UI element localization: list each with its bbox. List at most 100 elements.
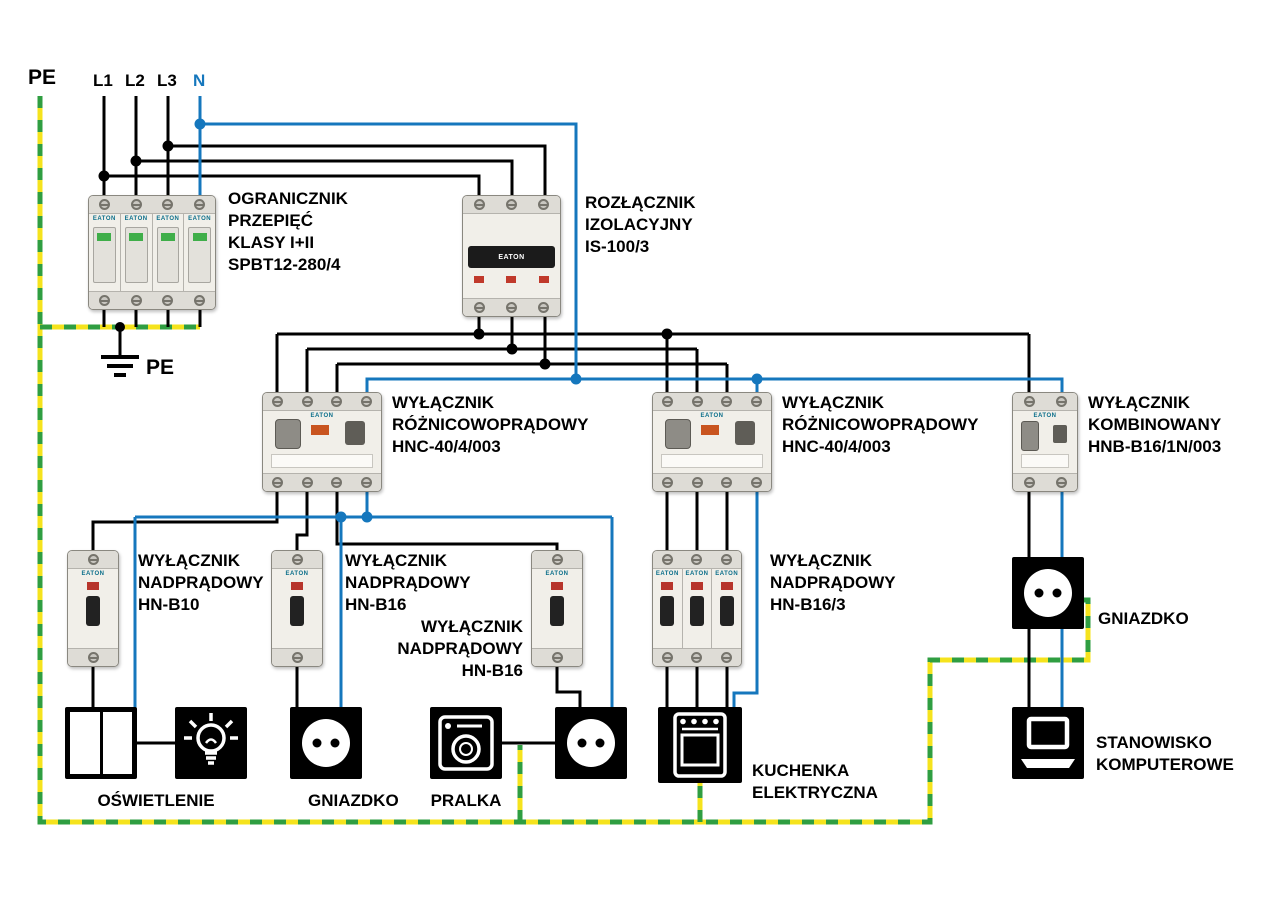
status-indicator — [160, 233, 175, 241]
brand-logo: EATON — [685, 571, 709, 577]
rcbo-lever — [1021, 421, 1039, 451]
terminal-screw — [505, 302, 517, 313]
mcb-b16-3-top-terminals — [653, 551, 741, 569]
terminal-screw — [1023, 396, 1035, 407]
label-line: WYŁĄCZNIK — [782, 393, 884, 412]
label-line: RÓŻNICOWOPRĄDOWY — [782, 415, 979, 434]
rcd-right-top-terminals — [653, 393, 771, 411]
label-line: KOMPUTEROWE — [1096, 755, 1234, 774]
mcb-b10-device: EATON — [67, 550, 119, 667]
mcb-lever — [86, 596, 100, 626]
terminal-screw — [720, 652, 732, 663]
mcb-b16-b-body: EATON — [532, 569, 582, 648]
isolator-body: EATON — [463, 214, 560, 298]
surge-module: EATON — [153, 214, 185, 291]
surge-top-terminals — [89, 196, 215, 214]
label-line: NADPRĄDOWY — [397, 639, 523, 658]
n-supply-label: N — [193, 71, 206, 90]
terminal-screw — [750, 396, 762, 407]
label-line: HNC-40/4/003 — [782, 437, 891, 456]
mcb-b16-3-label: WYŁĄCZNIK NADPRĄDOWY HN-B16/3 — [770, 550, 896, 616]
label-line: HN-B16 — [461, 661, 523, 680]
terminal-screw — [291, 652, 303, 663]
mcb-b16-a-top-terminal — [272, 551, 322, 569]
mcb-pole: EATON — [653, 569, 683, 648]
terminal-screw — [1055, 477, 1067, 488]
terminal-screw — [551, 652, 563, 663]
trip-indicator — [691, 582, 703, 590]
terminal-screw — [662, 554, 674, 565]
washer-label: PRALKA — [430, 791, 502, 810]
rcd-left-top-terminals — [263, 393, 381, 411]
mcb-lever — [660, 596, 675, 626]
label-line: NADPRĄDOWY — [345, 573, 471, 592]
isolator-bottom-terminals — [463, 298, 560, 316]
rating-plate — [271, 454, 373, 468]
brand-logo: EATON — [188, 216, 212, 222]
terminal-screw — [301, 396, 313, 407]
rcbo-bottom-terminals — [1013, 473, 1077, 491]
socket-icon — [290, 707, 362, 779]
junction-dots — [98, 118, 763, 523]
mcb-b10-top-terminal — [68, 551, 118, 569]
terminal-screw — [473, 199, 485, 210]
terminal-screw — [538, 199, 550, 210]
terminal-screw — [272, 477, 284, 488]
surge-protector-label: OGRANICZNIK PRZEPIĘĆ KLASY I+II SPBT12-2… — [228, 188, 348, 276]
terminal-screw — [331, 477, 343, 488]
rcd-right-bottom-terminals — [653, 473, 771, 491]
brand-logo: EATON — [285, 571, 309, 577]
brand-logo: EATON — [92, 216, 116, 222]
trip-indicator — [701, 425, 719, 435]
mcb-b16-a-label: WYŁĄCZNIK NADPRĄDOWY HN-B16 — [345, 550, 471, 616]
rcd-right-label: WYŁĄCZNIK RÓŻNICOWOPRĄDOWY HNC-40/4/003 — [782, 392, 978, 458]
label-line: WYŁĄCZNIK — [421, 617, 523, 636]
terminal-screw — [193, 199, 205, 210]
socket-1-label: GNIAZDKO — [308, 791, 399, 810]
cooker-label: KUCHENKA ELEKTRYCZNA — [752, 760, 878, 804]
label-line: PRZEPIĘĆ — [228, 211, 314, 230]
trip-indicator — [87, 582, 99, 590]
label-line: HN-B16 — [345, 595, 407, 614]
label-line: KUCHENKA — [752, 761, 850, 780]
surge-bottom-terminals — [89, 291, 215, 309]
mcb-lever — [550, 596, 564, 626]
rcd-right-body: EATON — [653, 411, 771, 473]
mcb-b16-a-bottom-terminal — [272, 648, 322, 666]
label-line: WYŁĄCZNIK — [392, 393, 494, 412]
test-button — [1053, 425, 1067, 443]
surge-cartridge — [156, 227, 180, 283]
label-line: SPBT12-280/4 — [228, 255, 341, 274]
terminal-screw — [301, 477, 313, 488]
label-line: WYŁĄCZNIK — [1088, 393, 1190, 412]
indicator — [538, 276, 549, 283]
status-indicator — [97, 233, 112, 241]
socket-icon — [555, 707, 627, 779]
neutral-wires — [133, 96, 1064, 709]
terminal-screw — [691, 554, 703, 565]
isolation-switch-device: EATON — [462, 195, 561, 317]
light-switch-icon — [65, 707, 137, 779]
mcb-b16-b-label: WYŁĄCZNIK NADPRĄDOWY HN-B16 — [355, 616, 523, 682]
terminal-screw — [331, 396, 343, 407]
terminal-screw — [360, 396, 372, 407]
label-line: HNC-40/4/003 — [392, 437, 501, 456]
label-line: NADPRĄDOWY — [138, 573, 264, 592]
rating-plate — [661, 454, 763, 468]
terminal-screw — [130, 199, 142, 210]
brand-logo: EATON — [715, 571, 739, 577]
label-line: KOMBINOWANY — [1088, 415, 1222, 434]
trip-indicator — [291, 582, 303, 590]
rcd-lever — [665, 419, 691, 449]
mcb-b10-body: EATON — [68, 569, 118, 648]
mcb-b16-3-bottom-terminals — [653, 648, 741, 666]
test-button — [735, 421, 755, 445]
mcb-lever — [290, 596, 304, 626]
mcb-lever — [719, 596, 734, 626]
mcb-b10-bottom-terminal — [68, 648, 118, 666]
terminal-screw — [505, 199, 517, 210]
rcbo-body: EATON — [1013, 411, 1077, 473]
terminal-screw — [87, 652, 99, 663]
computer-icon — [1012, 707, 1084, 779]
label-line: STANOWISKO — [1096, 733, 1212, 752]
